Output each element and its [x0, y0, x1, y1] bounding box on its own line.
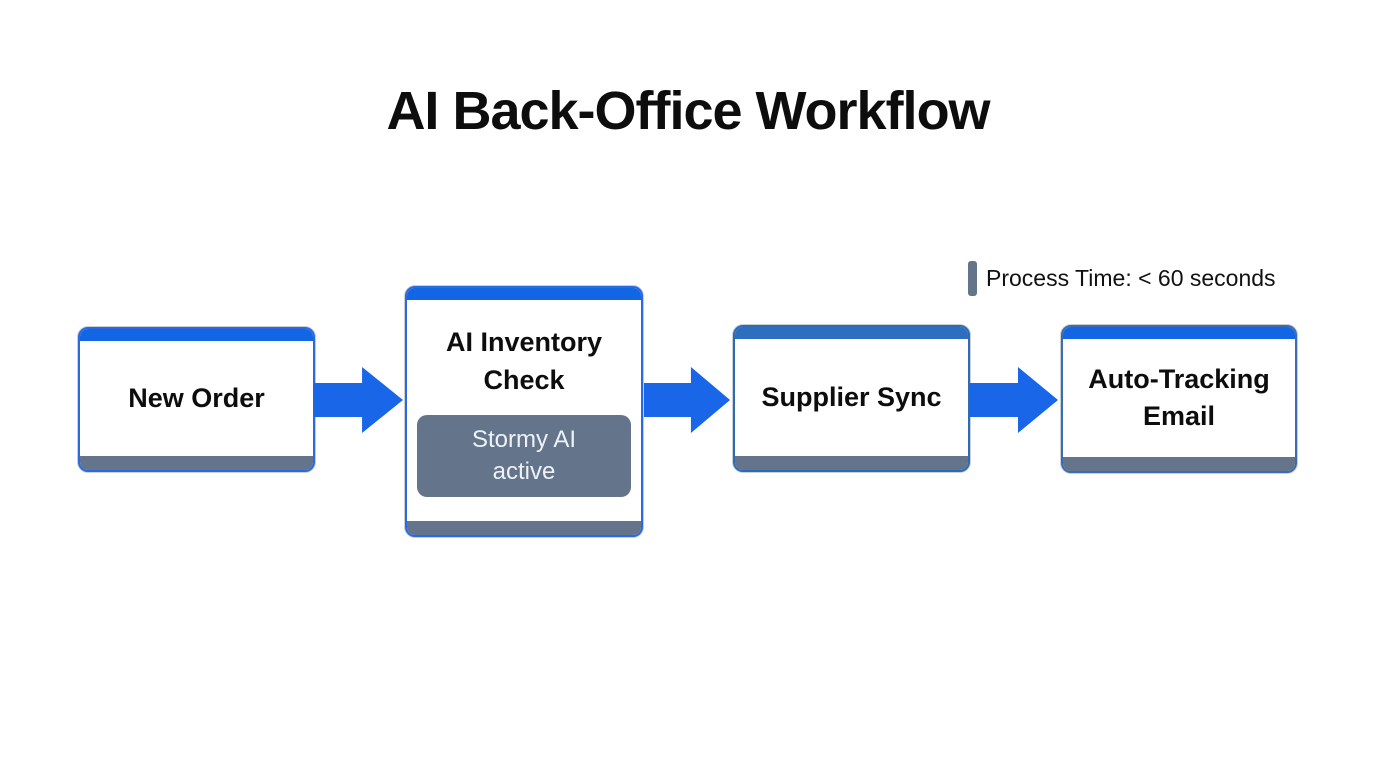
- flow-step-new-order: New Order: [78, 327, 315, 472]
- flow-arrow-right-icon: [644, 365, 732, 435]
- process-time-label: Process Time: < 60 seconds: [986, 265, 1276, 291]
- flow-step-ai-inventory-check: AI Inventory Check Stormy AI active: [405, 286, 643, 537]
- box-bottom-shadow-bar: [80, 456, 313, 470]
- box-body: AI Inventory Check Stormy AI active: [407, 300, 641, 521]
- step-label: AI Inventory Check: [445, 327, 603, 395]
- page-title: AI Back-Office Workflow: [386, 81, 990, 141]
- box-body: Auto-Tracking Email: [1063, 339, 1295, 457]
- box-body: Supplier Sync: [735, 339, 968, 456]
- box-bottom-shadow-bar: [1063, 457, 1295, 471]
- step-label: Auto-Tracking Email: [1088, 363, 1270, 431]
- annotation-tick-bar: [968, 261, 977, 296]
- flow-step-auto-tracking-email: Auto-Tracking Email: [1061, 325, 1297, 473]
- box-bottom-shadow-bar: [735, 456, 968, 470]
- process-time-annotation: Process Time: < 60 seconds: [968, 261, 1276, 296]
- step-label: New Order: [128, 382, 265, 413]
- flow-step-supplier-sync: Supplier Sync: [733, 325, 970, 472]
- flow-arrow-right-icon: [313, 365, 405, 435]
- box-top-accent-bar: [1063, 327, 1295, 339]
- box-body: New Order: [80, 341, 313, 456]
- stormy-ai-status-badge: Stormy AI active: [417, 414, 631, 497]
- step-label: Supplier Sync: [761, 381, 942, 412]
- box-top-accent-bar: [407, 288, 641, 300]
- box-top-accent-bar: [80, 329, 313, 341]
- box-bottom-shadow-bar: [407, 521, 641, 535]
- flow-arrow-right-icon: [970, 365, 1060, 435]
- box-top-accent-bar: [735, 327, 968, 339]
